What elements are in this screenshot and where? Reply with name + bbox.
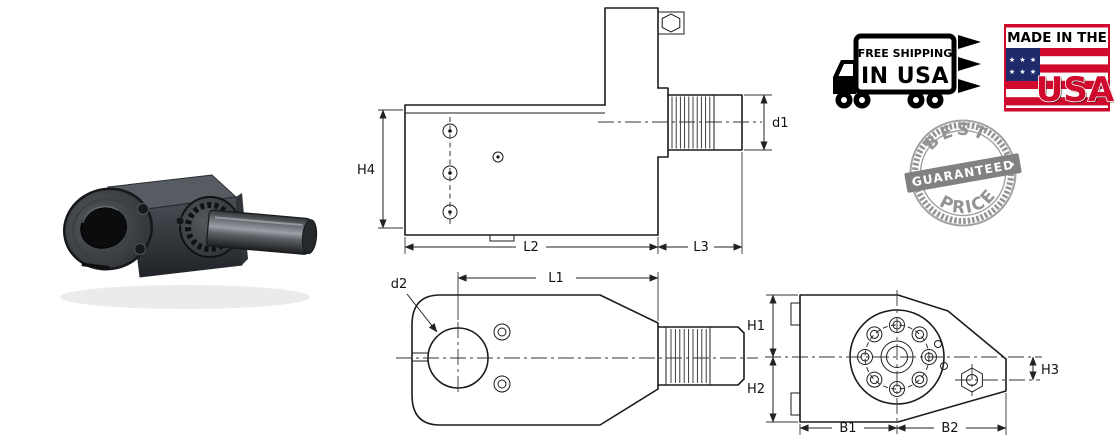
- side-view-dimensions: H4 L2 L3 d1: [357, 94, 789, 255]
- technical-drawings: H4 L2 L3 d1: [357, 7, 1059, 436]
- free-shipping-badge: FREE SHIPPING IN USA: [833, 33, 981, 109]
- side-view-bolt-holes: [442, 117, 504, 226]
- clamp-ring: [62, 187, 154, 271]
- usa-label-shadow: USA: [1037, 72, 1114, 112]
- dim-label-l1: L1: [548, 271, 564, 286]
- dim-label-h3: H3: [1041, 363, 1059, 378]
- hex-screw-icon: [661, 13, 681, 33]
- shank-cylinder: [206, 209, 318, 255]
- dim-label-l2: L2: [523, 240, 539, 255]
- usa-label: USA: [1036, 70, 1114, 110]
- made-in-usa-badge: MADE IN THE ★ ★ ★ ★ ★ ★ USA USA: [1004, 24, 1114, 112]
- clamp-bolt: [136, 202, 150, 216]
- us-flag-icon: ★ ★ ★ ★ ★ ★: [1006, 48, 1110, 106]
- stamp-banner: [904, 153, 1022, 193]
- stamp-seal-icon: BEST PRICE GUARANTEED: [904, 116, 1022, 227]
- best-price-guaranteed-badge: BEST PRICE GUARANTEED: [904, 116, 1022, 227]
- flag-stars: ★ ★ ★: [1009, 56, 1037, 64]
- plan-view-bolts: [493, 323, 511, 393]
- dim-label-d2: d2: [391, 277, 408, 292]
- plan-view-drawing: L1 d2: [391, 271, 758, 426]
- clamp-bolt: [133, 242, 147, 256]
- free-shipping-label: FREE SHIPPING: [858, 47, 953, 60]
- photo-shadow: [60, 285, 310, 309]
- dim-label-h2: H2: [747, 382, 765, 397]
- side-view-drawing: H4 L2 L3 d1: [357, 7, 789, 255]
- dim-label-l3: L3: [693, 240, 709, 255]
- end-view-dimensions: H1 H2 H3 B1 B2: [747, 294, 1059, 436]
- speed-line-icon: [958, 79, 981, 93]
- made-in-the-label: MADE IN THE: [1007, 30, 1107, 46]
- bore-hole: [80, 207, 127, 249]
- dim-label-b1: B1: [839, 421, 856, 436]
- threaded-shaft-side: [598, 87, 762, 158]
- in-usa-label: IN USA: [861, 64, 949, 89]
- product-photo: [60, 174, 318, 309]
- tool-holder-photo-illustration: [60, 174, 318, 309]
- speed-line-icon: [958, 57, 981, 71]
- dim-label-d1: d1: [772, 116, 789, 131]
- shipping-truck-icon: [833, 33, 981, 109]
- dim-label-h4: H4: [357, 163, 375, 178]
- plan-view-dimensions: L1 d2: [391, 271, 659, 333]
- end-view-drawing: H1 H2 H3 B1 B2: [747, 290, 1059, 436]
- dim-label-b2: B2: [941, 421, 958, 436]
- dim-label-h1: H1: [747, 319, 765, 334]
- flag-stars: ★ ★ ★: [1009, 68, 1037, 76]
- threaded-shaft-plan: [657, 326, 745, 386]
- speed-line-icon: [958, 35, 981, 49]
- clamp-screw-outline: [658, 11, 685, 35]
